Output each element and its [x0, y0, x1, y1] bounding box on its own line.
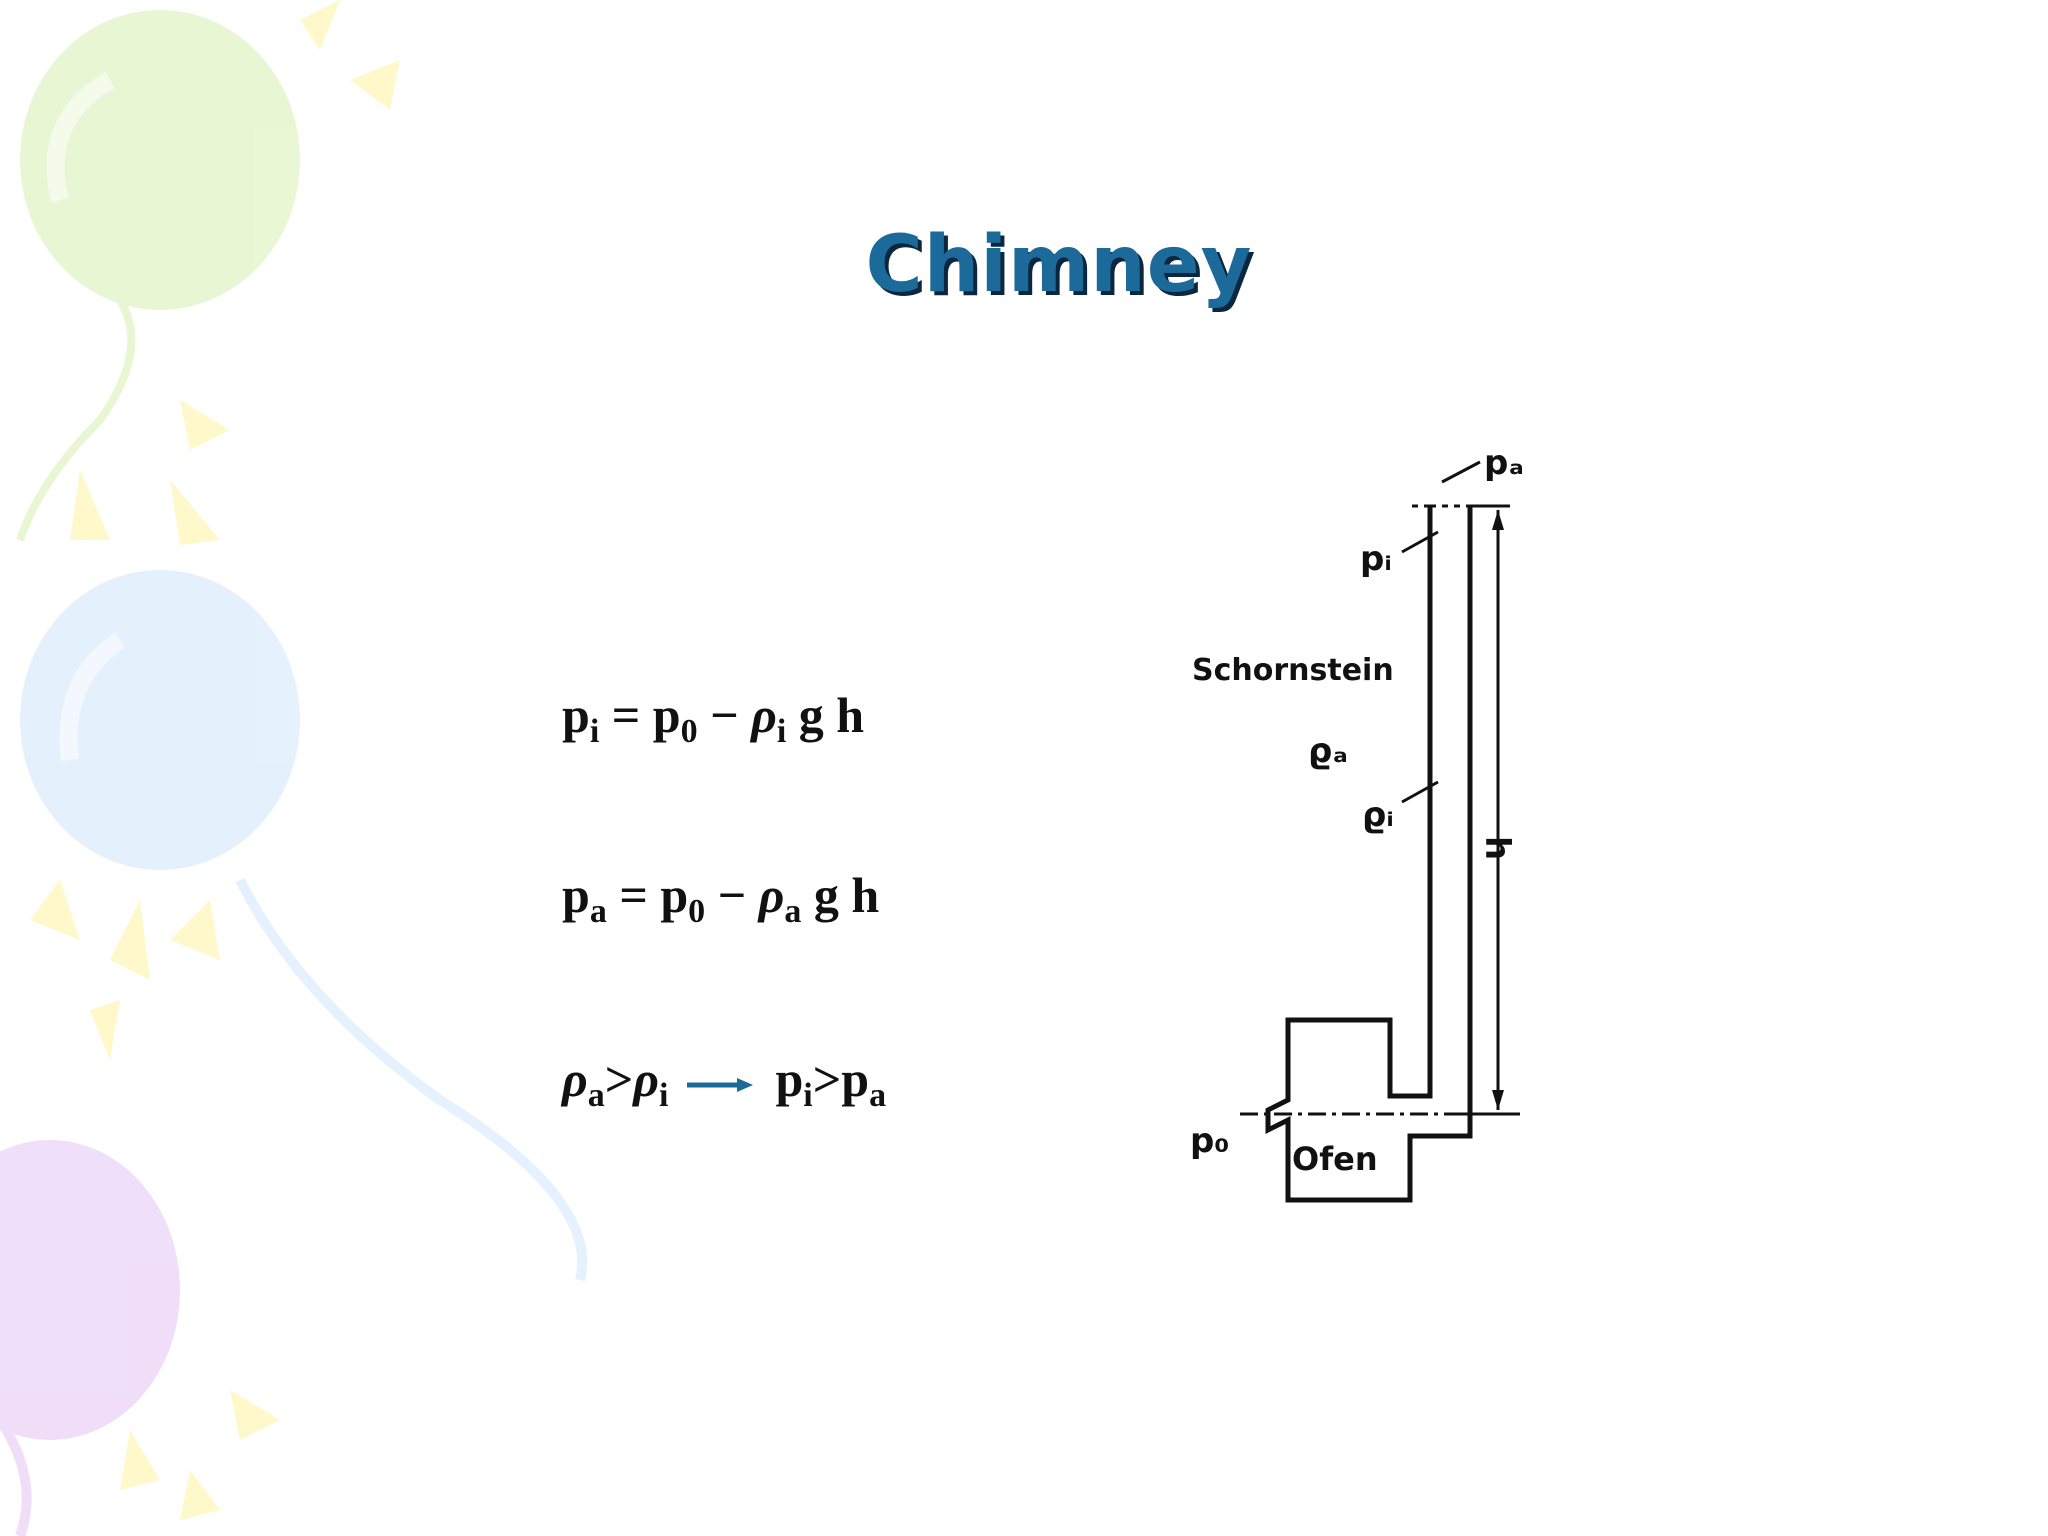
green-balloon-icon	[16, 0, 400, 545]
purple-balloon-icon	[0, 1140, 280, 1536]
eq3-rho-left-sub: a	[587, 1077, 605, 1114]
label-pa: pₐ	[1484, 443, 1524, 483]
eq1-p: p	[652, 687, 681, 743]
eq1-rho-sub: i	[776, 713, 787, 750]
balloon-background	[0, 0, 588, 1536]
label-rho-a: ϱₐ	[1308, 731, 1348, 771]
equation-inequality: ρa>ρi pi>pa	[562, 1051, 887, 1114]
label-rho-i: ϱᵢ	[1362, 795, 1394, 835]
implies-arrow-icon	[686, 1077, 753, 1092]
blue-balloon-icon	[20, 570, 588, 1282]
eq2-tail: g h	[813, 867, 880, 923]
eq2-rho-sub: a	[784, 893, 802, 930]
eq2-lhs: p	[562, 867, 590, 923]
eq1-lhs-sub: i	[589, 713, 600, 750]
eq2-p: p	[660, 867, 689, 923]
label-p0: p₀	[1190, 1121, 1229, 1161]
eq1-lhs: p	[562, 687, 590, 743]
eq3-p-left-sub: i	[803, 1077, 813, 1114]
label-h: h	[1477, 836, 1517, 860]
chimney-diagram: pₐ pᵢ Schornstein ϱₐ ϱᵢ h p₀ Ofen	[1190, 443, 1524, 1203]
eq1-tail: g h	[798, 687, 865, 743]
slide-title: Chimney	[865, 220, 1253, 310]
label-pi: pᵢ	[1360, 539, 1392, 579]
eq1-p-sub: 0	[680, 713, 698, 750]
eq3-p-right-sub: a	[869, 1077, 887, 1114]
eq2-lhs-sub: a	[589, 893, 607, 930]
eq2-p-sub: 0	[688, 893, 706, 930]
equation-pa: pa = p0 − ρa g h	[562, 867, 880, 930]
eq3-rho-right-sub: i	[659, 1077, 669, 1114]
chimney-outer-wall	[1265, 506, 1473, 1203]
label-schornstein: Schornstein	[1192, 653, 1394, 688]
equation-pi: pi = p0 − ρi g h	[562, 687, 865, 750]
label-ofen: Ofen	[1292, 1140, 1378, 1178]
